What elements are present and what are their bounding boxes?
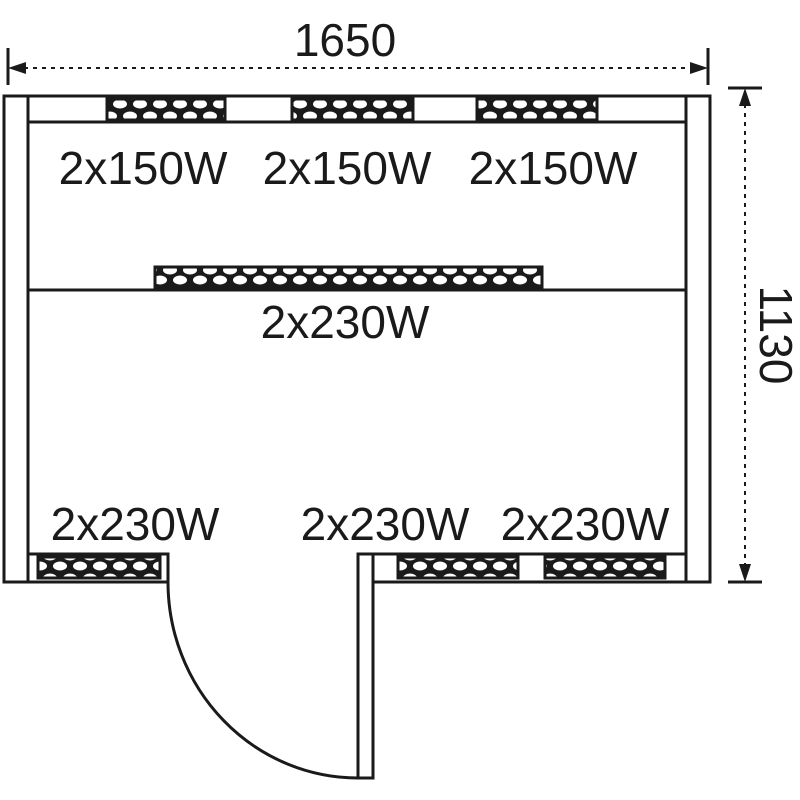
- depth-dimension: 1130: [728, 86, 800, 584]
- heater-middle: [153, 265, 544, 291]
- heater-bottom-1: [36, 555, 162, 580]
- door-swing-arc: [166, 581, 359, 780]
- heater-top-3-label: 2x150W: [469, 142, 638, 194]
- door-leaf: [356, 552, 375, 780]
- heater-top-2-label: 2x150W: [263, 142, 432, 194]
- heater-top-2: [290, 97, 415, 122]
- heater-top-1-label: 2x150W: [59, 142, 228, 194]
- heater-bottom-1-label: 2x230W: [51, 498, 220, 550]
- heater-middle-label: 2x230W: [261, 296, 430, 348]
- width-dimension: 1650: [6, 14, 710, 85]
- depth-dimension-label: 1130: [750, 286, 800, 385]
- heater-bottom-2-label: 2x230W: [301, 498, 470, 550]
- heater-top-3: [475, 97, 599, 122]
- right-wall: [684, 94, 712, 584]
- heater-bottom-3-label: 2x230W: [501, 498, 670, 550]
- left-wall: [2, 94, 30, 584]
- heater-top-1: [105, 97, 227, 122]
- heater-bottom-3: [543, 555, 667, 580]
- width-dimension-label: 1650: [294, 14, 396, 66]
- heater-bottom-2: [396, 555, 520, 580]
